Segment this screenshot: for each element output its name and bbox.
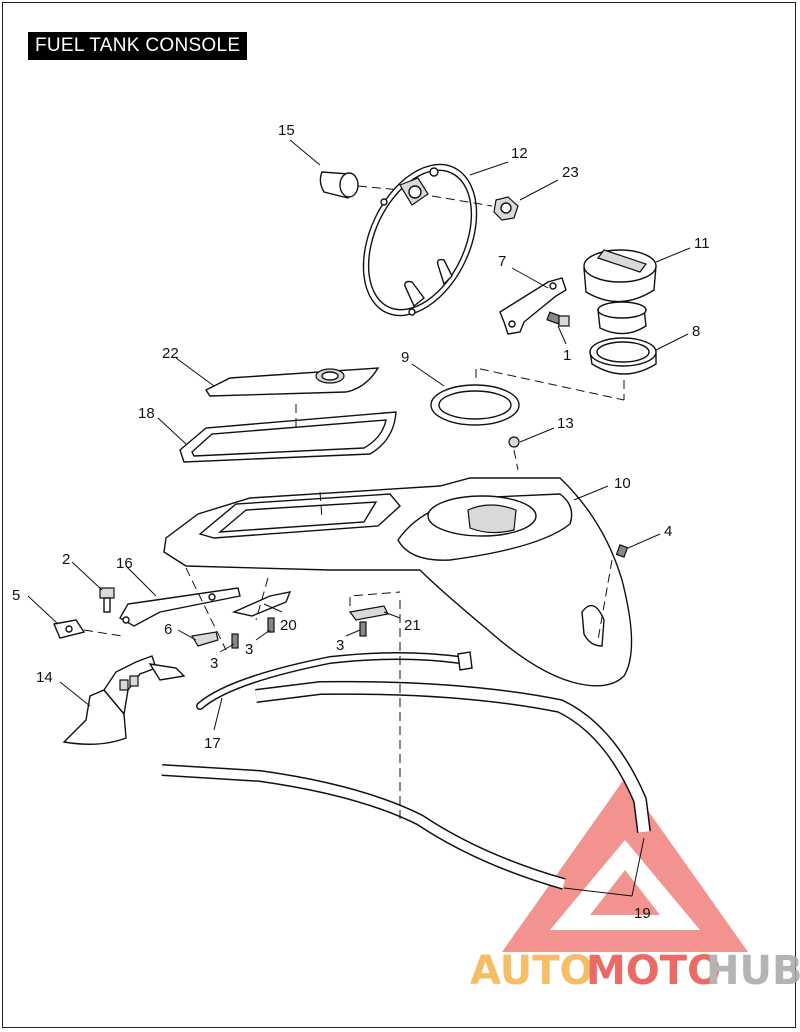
part-3-screws [231, 617, 367, 649]
part-15-socket [319, 171, 401, 199]
callout-21: 21 [404, 617, 421, 634]
callout-9: 9 [401, 349, 409, 366]
part-20-strap [231, 591, 292, 617]
callout-4: 4 [664, 523, 672, 540]
callout-3c: 3 [336, 637, 344, 654]
part-14-bracket [62, 655, 186, 745]
watermark-hub: HUB [706, 948, 800, 994]
part-8-gasket [589, 337, 657, 400]
part-1-screw [546, 311, 570, 327]
callout-6: 6 [164, 621, 172, 638]
assembly-line-mid [255, 577, 269, 621]
callout-20: 20 [280, 617, 297, 634]
callout-1: 1 [563, 347, 571, 364]
watermark-auto: AUTO [470, 948, 594, 994]
watermark-logo [502, 778, 748, 952]
watermark-text: AUTO MOTO HUB [470, 948, 800, 994]
callout-2: 2 [62, 551, 70, 568]
callout-3b: 3 [245, 641, 253, 658]
callout-8: 8 [692, 323, 700, 340]
callout-5: 5 [12, 587, 20, 604]
callout-15: 15 [278, 122, 295, 139]
callout-19: 19 [634, 905, 651, 922]
diagram-title: FUEL TANK CONSOLE [28, 32, 248, 60]
callout-17: 17 [204, 735, 221, 752]
callout-7: 7 [498, 253, 506, 270]
callout-22: 22 [162, 345, 179, 362]
part-17-hose [196, 651, 473, 710]
callout-16: 16 [116, 555, 133, 572]
assembly-line-left [185, 567, 227, 651]
part-11-fuel-cap [583, 249, 657, 335]
part-16-bracket [119, 587, 241, 627]
part-4-screw [615, 544, 629, 558]
part-10-console [163, 477, 633, 687]
part-6-clip [191, 631, 219, 647]
part-13-plug [508, 436, 520, 471]
callout-13: 13 [557, 415, 574, 432]
part-5-clip-nut [53, 619, 123, 639]
leader-lines [27, 139, 691, 897]
part-2-bolt [99, 587, 115, 613]
part-19-trim-strips [161, 680, 651, 890]
part-7-bracket [499, 277, 567, 335]
part-22-emblem [204, 367, 380, 397]
callout-10: 10 [614, 475, 631, 492]
callout-12: 12 [511, 145, 528, 162]
watermark-moto: MOTO [586, 948, 721, 994]
part-12-plate [362, 163, 478, 317]
callouts: 15 12 23 7 11 8 1 9 22 18 13 10 4 2 16 5… [12, 122, 710, 922]
part-9-ring [430, 367, 625, 426]
callout-11: 11 [694, 235, 710, 252]
callout-3a: 3 [210, 655, 218, 672]
callout-14: 14 [36, 669, 53, 686]
part-21-clip [348, 591, 401, 621]
part-23-nut [431, 195, 519, 221]
part-18-bezel [179, 404, 397, 463]
callout-23: 23 [562, 164, 579, 181]
callout-18: 18 [138, 405, 155, 422]
